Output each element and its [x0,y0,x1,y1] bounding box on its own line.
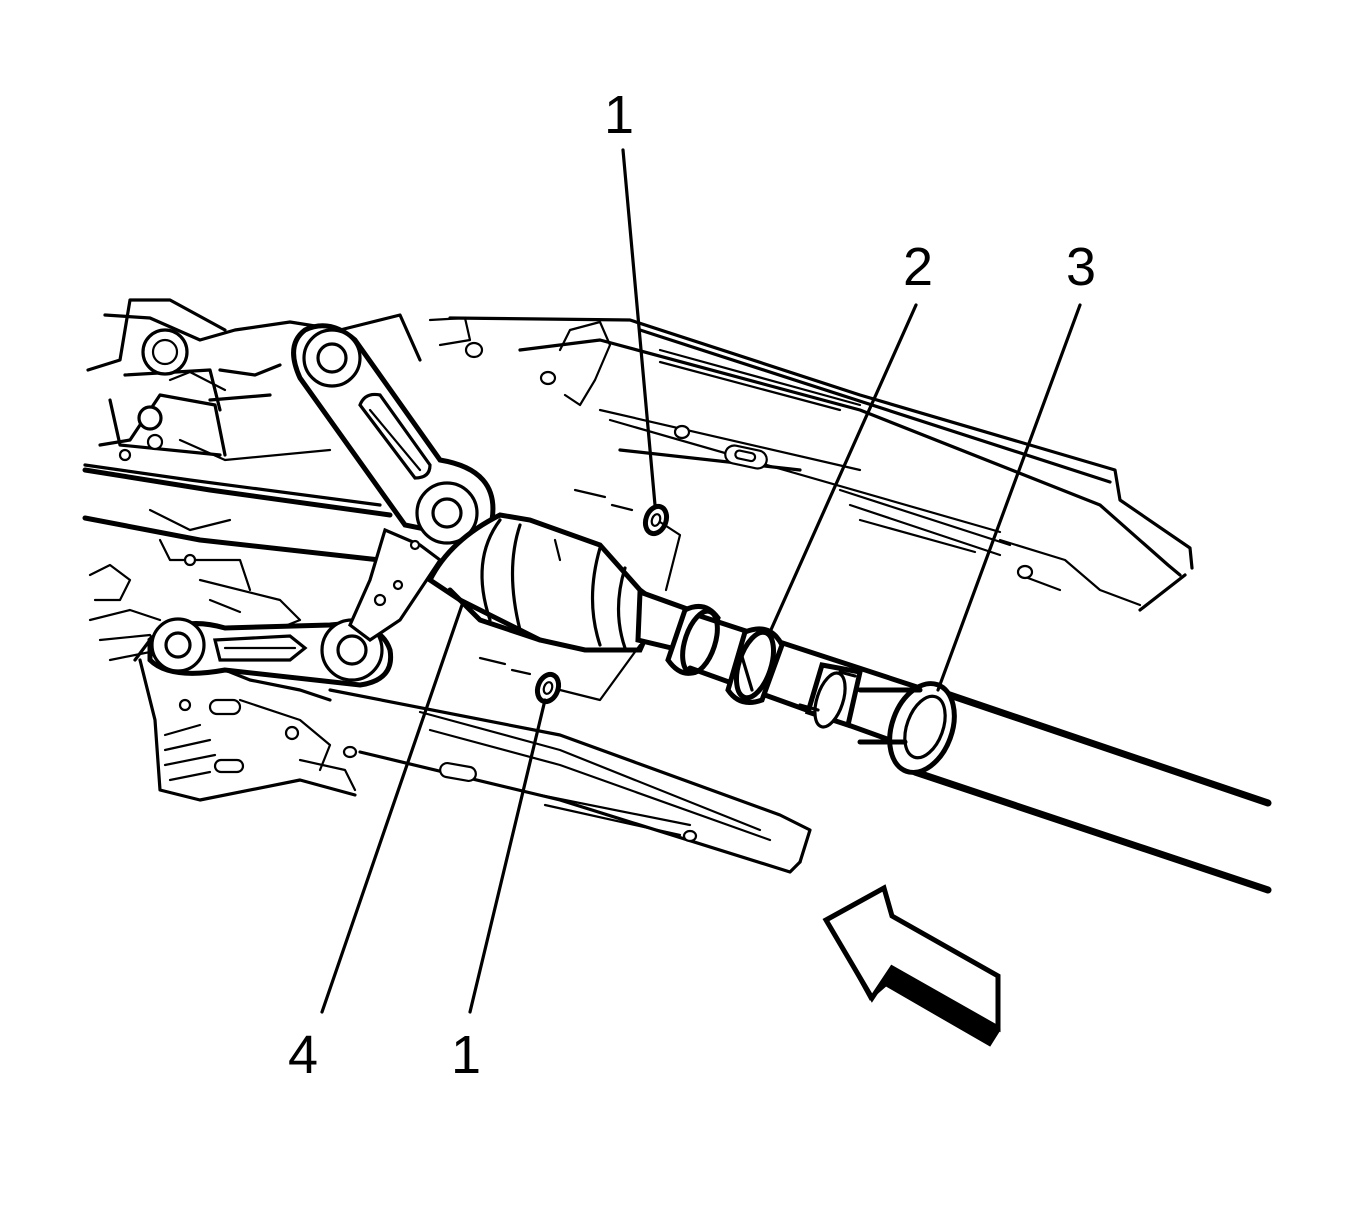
callout-labels: 1 2 3 4 1 [288,85,1096,1085]
callout-2: 2 [903,237,933,297]
alignment-lines [478,488,682,702]
catalytic-converter [426,512,693,654]
exhaust-pipe-section [687,613,923,743]
upper-frame-rail [428,316,1194,612]
nut-bottom [534,671,562,705]
lower-frame-rail [328,688,812,874]
front-direction-arrow-icon [822,884,1001,1047]
upper-link-arm [291,323,496,545]
callout-3: 3 [1066,237,1096,297]
lower-link-arm [147,527,443,688]
callout-1-bottom: 1 [451,1025,481,1085]
seal-ring [665,603,721,676]
nut-top [642,503,670,537]
muffler-inlet [857,681,1272,894]
leader-lines [320,148,1082,1014]
callout-4: 4 [288,1025,318,1085]
callout-1-top: 1 [604,85,634,145]
